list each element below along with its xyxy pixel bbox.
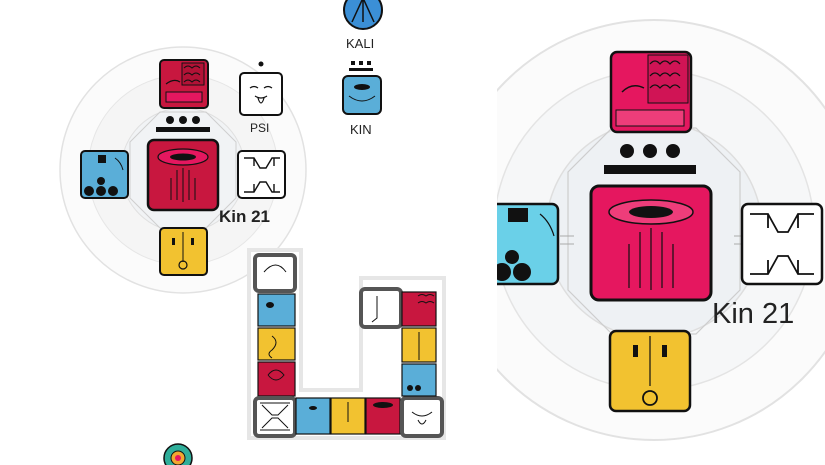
zoom-analog-glyph-red-moon[interactable]: [609, 50, 693, 134]
psi-label: PSI: [250, 121, 270, 135]
zoom-tone-bar-dots: [604, 144, 696, 174]
kin-tone-dots: [349, 61, 373, 71]
kin-glyph-blue[interactable]: [342, 75, 382, 115]
zoom-kin-number-label: Kin 21: [712, 298, 795, 330]
app-logo-icon[interactable]: [163, 443, 193, 465]
tone-bar-dots: [156, 116, 210, 132]
wavespell-column-left[interactable]: [253, 253, 297, 438]
analog-glyph-red-moon[interactable]: [159, 59, 209, 109]
zoom-destiny-glyph-red[interactable]: [589, 184, 713, 302]
wavespell-column-right[interactable]: [359, 287, 437, 397]
occult-glyph-yellow[interactable]: [159, 227, 208, 276]
kin-number-label: Kin 21: [219, 207, 271, 226]
zoom-antipode-glyph-blue[interactable]: [497, 202, 560, 286]
zoom-occult-glyph-yellow[interactable]: [608, 329, 692, 413]
kali-icon[interactable]: [343, 0, 383, 30]
wavespell-row-bottom[interactable]: [295, 396, 444, 438]
oracle-overview: [59, 0, 446, 465]
antipode-glyph-blue[interactable]: [80, 150, 129, 199]
psi-glyph[interactable]: [239, 61, 283, 116]
kin-label: KIN: [350, 122, 372, 137]
oracle-zoom-panel: Kin 21: [497, 0, 825, 465]
destiny-glyph-red[interactable]: [146, 138, 220, 212]
kali-label: KALI: [346, 36, 375, 51]
zoom-analog-glyph-white-wind[interactable]: [740, 202, 824, 286]
analog-glyph-white-wind[interactable]: [237, 150, 286, 199]
oracle-zoom-graphic: [497, 19, 825, 441]
